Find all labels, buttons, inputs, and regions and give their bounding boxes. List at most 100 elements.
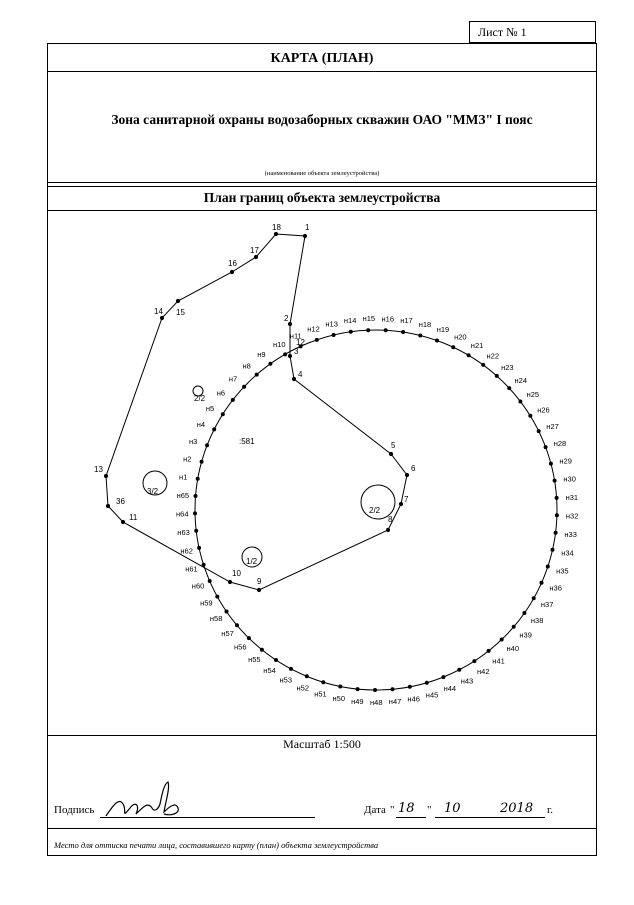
zone-point-label: н39 xyxy=(519,631,531,640)
zone-point xyxy=(193,511,197,516)
zone-point-label: н46 xyxy=(407,695,419,704)
zone-point-label: н55 xyxy=(248,655,260,664)
zone-point xyxy=(499,637,504,642)
zone-point-label: н44 xyxy=(444,684,456,693)
zone-point-label: н7 xyxy=(229,375,237,384)
zone-point-label: н48 xyxy=(370,698,382,707)
zone-point-label: н53 xyxy=(280,676,292,685)
zone-point xyxy=(554,513,559,518)
zone-point xyxy=(457,667,462,672)
document-frame xyxy=(47,43,597,856)
zone-point-label: н41 xyxy=(492,656,504,665)
boundary-point xyxy=(398,501,404,507)
zone-point-label: н22 xyxy=(487,351,499,360)
zone-point xyxy=(283,352,288,357)
zone-point-label: н36 xyxy=(549,584,561,593)
boundary-point-label: 13 xyxy=(94,465,103,474)
zone-point-label: н6 xyxy=(217,389,225,398)
boundary-point xyxy=(175,298,181,304)
zone-point xyxy=(289,666,293,671)
well-circle xyxy=(192,385,204,397)
zone-point xyxy=(407,684,412,689)
zone-point xyxy=(314,337,319,342)
zone-point-label: н11 xyxy=(290,331,302,340)
boundary-point-label: 10 xyxy=(232,569,241,578)
boundary-point xyxy=(256,587,262,593)
zone-point-label: н59 xyxy=(200,598,212,607)
boundary-point-label: 36 xyxy=(116,497,125,506)
zone-point xyxy=(373,688,377,692)
zone-point-label: н52 xyxy=(297,683,309,692)
zone-point xyxy=(451,345,456,350)
boundary-point xyxy=(287,353,293,359)
zone-point xyxy=(545,564,550,569)
date-quote-close: " xyxy=(427,804,432,816)
stamp-note: Место для оттиска печати лица, составивш… xyxy=(54,840,379,850)
zone-point-label: н23 xyxy=(501,363,513,372)
parcel-label: :581 xyxy=(239,437,255,446)
zone-point-label: н43 xyxy=(461,677,473,686)
boundary-point-label: 9 xyxy=(257,577,262,586)
handwritten-signature xyxy=(105,781,179,817)
object-name-caption: (наименование объекта землеустройства) xyxy=(264,170,380,177)
zone-point-label: н17 xyxy=(400,316,412,325)
zone-point xyxy=(366,328,371,333)
signature-label: Подпись xyxy=(54,804,95,816)
zone-point xyxy=(472,659,477,664)
zone-point xyxy=(507,386,512,391)
boundary-point xyxy=(287,321,293,327)
zone-point xyxy=(383,328,388,333)
zone-point xyxy=(552,478,557,483)
date-year-suffix: г. xyxy=(547,804,554,816)
zone-point xyxy=(511,624,516,629)
zone-point-label: н33 xyxy=(564,530,576,539)
date-year: 2018 xyxy=(500,801,534,816)
zone-point xyxy=(531,596,536,601)
zone-point xyxy=(235,623,239,628)
well-circle xyxy=(142,470,168,496)
zone-point xyxy=(548,461,553,466)
document-title: КАРТА (ПЛАН) xyxy=(270,51,374,66)
zone-point-label: н10 xyxy=(273,340,285,349)
zone-point-label: н28 xyxy=(554,439,566,448)
zone-point xyxy=(197,545,202,550)
boundary-point-label: 6 xyxy=(411,464,416,473)
divider xyxy=(48,735,596,736)
zone-point-label: н57 xyxy=(221,629,233,638)
zone-point xyxy=(304,674,309,679)
zone-point-label: н45 xyxy=(426,690,438,699)
zone-point xyxy=(355,687,360,692)
scale-label: Масштаб 1:500 xyxy=(283,737,361,751)
zone-point xyxy=(242,384,247,389)
zone-point-label: н42 xyxy=(477,667,489,676)
zone-point xyxy=(536,429,541,434)
boundary-point xyxy=(253,254,259,260)
zone-point xyxy=(205,443,210,448)
zone-point-label: н63 xyxy=(177,528,189,537)
zone-point-label: н3 xyxy=(189,437,197,446)
zone-point-label: н21 xyxy=(471,341,483,350)
zone-point-label: н29 xyxy=(559,457,571,466)
signature-line xyxy=(100,817,315,818)
zone-point xyxy=(224,609,229,614)
boundary-point-label: 5 xyxy=(391,441,396,450)
zone-point xyxy=(390,687,395,692)
divider xyxy=(48,210,596,211)
zone-point xyxy=(401,330,406,334)
date-month: 10 xyxy=(444,801,461,816)
zone-point-label: н62 xyxy=(180,546,192,555)
well-label: 1/2 xyxy=(246,557,258,566)
zone-point-label: н61 xyxy=(185,564,197,573)
zone-point-label: н35 xyxy=(556,566,568,575)
zone-point-label: н50 xyxy=(333,694,345,703)
boundary-point-label: 8 xyxy=(388,515,393,524)
zone-point xyxy=(550,547,555,552)
zone-point xyxy=(212,427,217,432)
boundary-point-label: 15 xyxy=(176,308,185,317)
zone-point-label: н16 xyxy=(382,314,394,323)
zone-point-label: н58 xyxy=(210,614,222,623)
zone-point xyxy=(543,445,548,450)
zone-point xyxy=(254,372,259,377)
zone-point-label: н9 xyxy=(257,350,265,359)
divider xyxy=(48,828,596,829)
